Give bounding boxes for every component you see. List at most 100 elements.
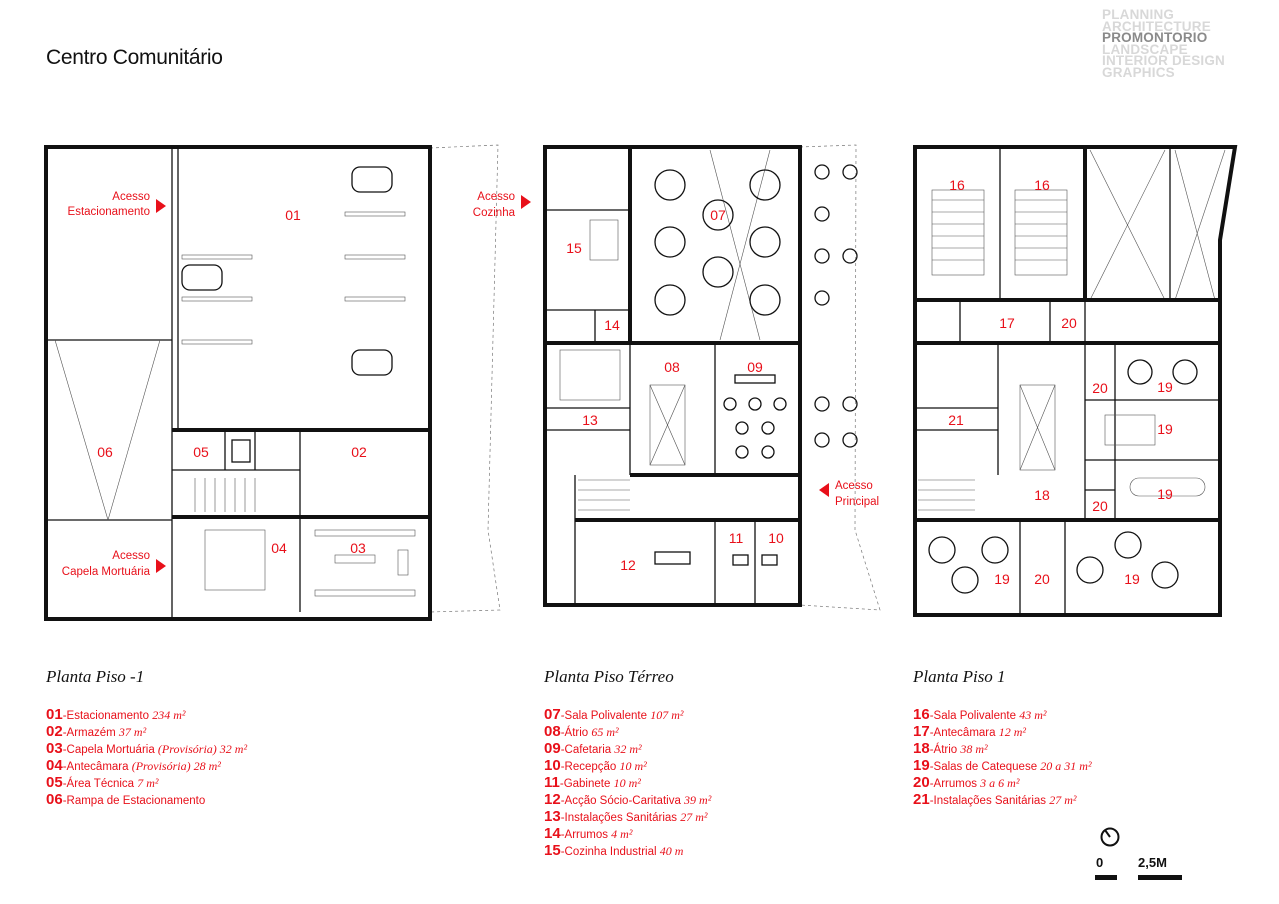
access-label: Acesso (112, 191, 150, 203)
room-label: 20 (1092, 498, 1108, 514)
legend-area: 38 m² (960, 742, 988, 756)
legend-name: -Rampa de Estacionamento (62, 795, 206, 807)
car-icon (351, 166, 393, 193)
legend-item: 14-Arrumos 4 m² (544, 826, 711, 843)
legend-item: 05-Área Técnica 7 m² (46, 775, 247, 792)
room-label: 15 (566, 240, 582, 256)
brand-line: INTERIOR DESIGN (1102, 53, 1226, 68)
room-label: 09 (747, 359, 763, 375)
legend-area: 37 m² (118, 725, 147, 739)
legend-area: 7 m² (137, 776, 159, 790)
room-label: 02 (351, 444, 367, 460)
scale-end-label: 2,5M (1138, 855, 1167, 870)
table-group (654, 164, 858, 566)
legend-name: -Arrumos (560, 829, 612, 841)
north-arrow-icon (1100, 827, 1120, 847)
plan-ground-floor: 07 08 09 10 11 12 13 14 15 Acesso Cozinh… (473, 144, 881, 611)
legend-name: -Armazém (62, 727, 119, 739)
legend-item: 07-Sala Polivalente 107 m² (544, 707, 711, 724)
room-label: 07 (710, 207, 726, 223)
legend-item: 09-Cafetaria 32 m² (544, 741, 711, 758)
room-label: 20 (1061, 315, 1077, 331)
legend-item: 16-Sala Polivalente 43 m² (913, 707, 1092, 724)
legend-item: 10-Recepção 10 m² (544, 758, 711, 775)
legend-num: 12 (544, 791, 561, 808)
legend-num: 18 (913, 740, 930, 757)
legend-name: -Antecâmara (929, 727, 999, 739)
plan-caption: Planta Piso 1 (913, 667, 1006, 686)
arrow-right-icon (156, 199, 166, 213)
brand-name: PROMONTORIO (1102, 30, 1208, 45)
legend-area: 27 m² (1049, 793, 1077, 807)
arrow-right-icon (521, 195, 531, 209)
plan-caption: Planta Piso -1 (46, 667, 145, 686)
legend-area: 65 m² (591, 725, 619, 739)
room-label: 14 (604, 317, 620, 333)
legend-area: 12 m² (998, 725, 1026, 739)
legend-name: -Arrumos (929, 778, 981, 790)
room-label: 10 (768, 530, 784, 546)
legend-item: 20-Arrumos 3 a 6 m² (913, 775, 1092, 792)
legend-num: 21 (913, 791, 930, 808)
legend-num: 15 (544, 842, 561, 859)
scale-segment (1095, 875, 1117, 880)
room-label: 16 (1034, 177, 1050, 193)
legend-item: 12-Acção Sócio-Caritativa 39 m² (544, 792, 711, 809)
legend-name: -Capela Mortuária (62, 744, 158, 756)
room-label: 19 (994, 571, 1010, 587)
room-label: 11 (729, 530, 744, 546)
legend-area: 4 m² (611, 827, 633, 841)
room-label: 05 (193, 444, 209, 460)
legend-name: -Recepção (560, 761, 620, 773)
room-label: 08 (664, 359, 680, 375)
legend-name: -Sala Polivalente (929, 710, 1020, 722)
room-label: 17 (999, 315, 1015, 331)
room-label: 19 (1157, 421, 1173, 437)
legend-item: 21-Instalações Sanitárias 27 m² (913, 792, 1092, 809)
brand-line: PLANNING (1102, 7, 1175, 22)
legend-name: -Átrio (929, 744, 961, 756)
legend-num: 11 (544, 774, 560, 791)
legend-num: 20 (913, 774, 930, 791)
legend-name: -Instalações Sanitárias (929, 795, 1050, 807)
legend-name: -Área Técnica (62, 778, 138, 790)
scale-segment (1138, 875, 1182, 880)
arrow-left-icon (819, 483, 829, 497)
legend-num: 06 (46, 791, 63, 808)
brand-logo: PLANNING ARCHITECTURE PROMONTORIO LANDSC… (1102, 7, 1226, 78)
legend-area: 27 m² (680, 810, 708, 824)
legend-name: -Instalações Sanitárias (560, 812, 681, 824)
room-label: 20 (1092, 380, 1108, 396)
page-title: Centro Comunitário (46, 46, 223, 69)
legend-item: 13-Instalações Sanitárias 27 m² (544, 809, 711, 826)
legend-area: 107 m² (650, 708, 684, 722)
legend-name: -Salas de Catequese (929, 761, 1041, 773)
room-label: 19 (1124, 571, 1140, 587)
access-label: Cozinha (473, 207, 516, 219)
legend-item: 01-Estacionamento 234 m² (46, 707, 247, 724)
legend-item: 02-Armazém 37 m² (46, 724, 247, 741)
legend-num: 08 (544, 723, 561, 740)
room-label: 04 (271, 540, 287, 556)
arrow-right-icon (156, 559, 166, 573)
legend-item: 08-Átrio 65 m² (544, 724, 711, 741)
legend-num: 10 (544, 757, 561, 774)
brand-line: ARCHITECTURE (1102, 18, 1211, 34)
legend-area: 10 m² (613, 776, 641, 790)
access-label: Acesso (835, 480, 873, 492)
room-label: 20 (1034, 571, 1050, 587)
legend-area: 20 a 31 m² (1040, 759, 1092, 773)
legend-num: 07 (544, 706, 561, 723)
room-label: 12 (620, 557, 636, 573)
legend-name: -Estacionamento (62, 710, 153, 722)
legend-num: 05 (46, 774, 63, 791)
car-icon (351, 349, 393, 376)
access-label: Acesso (477, 191, 515, 203)
legend-num: 02 (46, 723, 63, 740)
legend-name: -Antecâmara (62, 761, 132, 773)
plan-basement: 01 02 03 04 05 06 Acesso Estacionamento … (44, 144, 501, 621)
